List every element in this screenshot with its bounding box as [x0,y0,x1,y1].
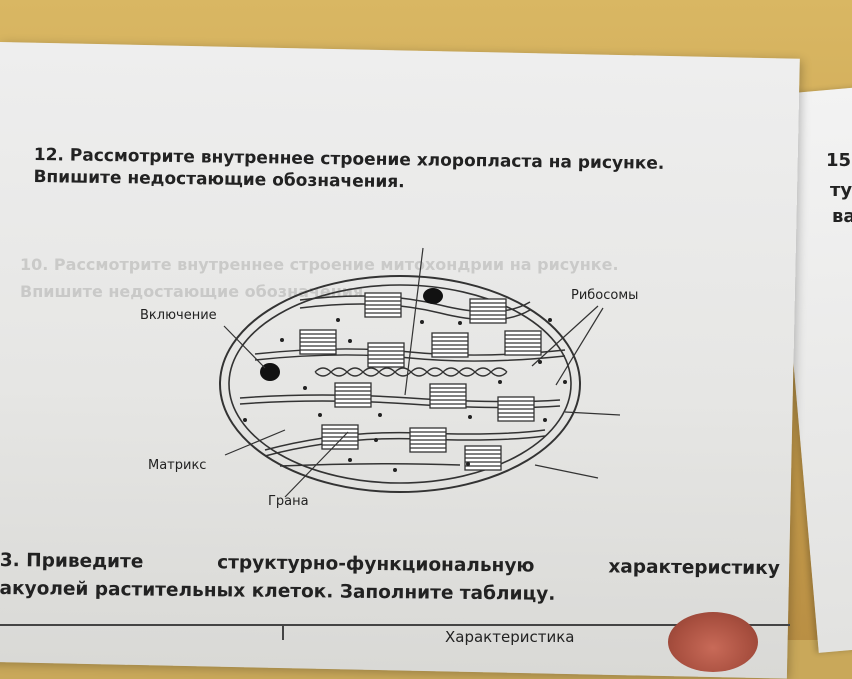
table-top-border [0,624,790,626]
granum [364,292,402,318]
right-page-fragment-2: ва [832,206,852,227]
finger [668,612,758,672]
table-column-divider [282,624,284,640]
granum [431,332,469,358]
pointer-lines [223,247,621,498]
granum [464,445,502,471]
inclusion-granule [423,288,443,304]
granum [409,427,447,453]
show-through-text: 10. Рассмотрите внутреннее строение мито… [20,255,619,274]
granum [299,329,337,355]
inner-membrane [228,284,572,484]
show-through-text: Впишите недостающие обозначения. [20,282,370,301]
question-13: 3. Приведите структурно-функциональную х… [0,547,790,611]
table-header-fragment: Характеристика [445,628,575,646]
granum [497,396,535,422]
label-inclusion: Включение [140,308,217,323]
chloroplast-diagram [219,247,621,498]
question-13-word-2: структурно-функциональную [217,552,535,577]
dna-loop [314,367,508,377]
label-matrix: Матрикс [148,458,207,473]
stroma-lamellae [239,295,566,467]
right-page-number: 15 [826,150,852,171]
granum [429,383,467,409]
granum [504,330,542,356]
outer-membrane [219,275,581,493]
label-grana: Грана [268,494,309,509]
question-13-word-1: 3. Приведите [0,549,144,573]
ribosome-dots [243,318,567,472]
label-ribosomes: Рибосомы [571,288,639,303]
question-13-word-3: характеристику [608,556,780,580]
right-page-fragment-1: ту [830,180,852,201]
granum [334,382,372,408]
granum [469,298,507,324]
granum [321,424,359,450]
granum [367,342,405,368]
